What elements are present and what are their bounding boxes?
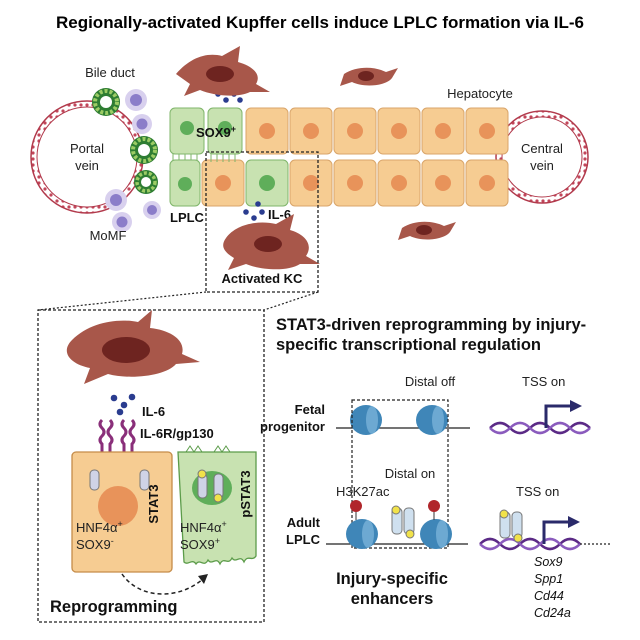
nucleosomes-adult xyxy=(346,500,452,549)
reprogramming-arrow xyxy=(121,573,205,595)
tf-complex-tss xyxy=(499,509,523,543)
activated-kc-label: Activated KC xyxy=(222,271,304,286)
portal-vein-label-1: Portal xyxy=(70,141,104,156)
tss-on-top-label: TSS on xyxy=(522,374,565,389)
zoom-connector-right xyxy=(263,291,319,311)
right-heading-line2: specific transcriptional regulation xyxy=(276,336,541,354)
momf-cells xyxy=(105,189,161,232)
nucleosomes-fetal xyxy=(350,405,448,435)
lplc-marker-sox9: SOX9+ xyxy=(180,536,220,552)
hep-marker-hnf4a: HNF4α+ xyxy=(76,519,123,535)
pstat3-label: pSTAT3 xyxy=(238,470,253,517)
receptor-label: IL-6R/gp130 xyxy=(140,426,214,441)
tss-arrow-top xyxy=(544,404,572,428)
activated-kupffer-cell xyxy=(223,214,320,270)
h3k27ac-label: H3K27ac xyxy=(336,484,390,499)
distal-box xyxy=(351,399,449,549)
bile-duct-cluster xyxy=(92,88,158,194)
hepatocyte-row-bottom xyxy=(201,159,509,207)
gene-sox9: Sox9 xyxy=(534,555,563,569)
central-vein-label-2: vein xyxy=(530,158,554,173)
lplc-marker-hnf4a: HNF4α+ xyxy=(180,519,227,535)
tss-on-bottom-label: TSS on xyxy=(516,484,559,499)
portal-vein-label-2: vein xyxy=(75,158,99,173)
enhancers-label-1: Injury-specific xyxy=(336,570,448,588)
zoom-connector-left xyxy=(37,291,207,311)
il6-dots-inset xyxy=(110,393,136,416)
il6-label-inset: IL-6 xyxy=(142,404,165,419)
tf-complex-distal xyxy=(391,505,415,539)
kupffer-cell-small-2 xyxy=(398,221,456,240)
gene-cd44: Cd44 xyxy=(534,589,564,603)
gene-spp1: Spp1 xyxy=(534,572,563,586)
hepatocyte-label: Hepatocyte xyxy=(447,86,513,101)
tss-arrowhead-top xyxy=(570,400,582,412)
lplc-label: LPLC xyxy=(170,210,205,225)
tss-arrow-bottom xyxy=(542,520,570,544)
stat3-label: STAT3 xyxy=(146,484,161,523)
reprogramming-arrowhead xyxy=(198,574,208,584)
inset-lplc xyxy=(177,445,257,566)
distal-on-label: Distal on xyxy=(385,466,436,481)
dna-helix-adult xyxy=(479,537,581,551)
reprogramming-label: Reprogramming xyxy=(50,598,177,616)
zoom-box-top xyxy=(205,151,319,293)
kupffer-cell-small-1 xyxy=(340,67,398,86)
inset-box xyxy=(37,309,265,623)
hepatocyte-row-top xyxy=(245,107,509,155)
gene-cd24a: Cd24a xyxy=(534,606,571,620)
sox9-label: SOX9+ xyxy=(196,124,236,140)
kupffer-cell-top xyxy=(176,46,270,96)
fetal-label-2: progenitor xyxy=(260,419,325,434)
il6-label-top: IL-6 xyxy=(268,207,291,222)
adult-label-1: Adult xyxy=(287,515,321,530)
enhancers-label-2: enhancers xyxy=(351,590,434,608)
hep-marker-sox9: SOX9- xyxy=(76,536,114,552)
central-vein: Central vein xyxy=(495,110,589,204)
lplc-cells xyxy=(169,107,289,207)
il6r-gp130-receptors xyxy=(98,418,136,456)
main-title: Regionally-activated Kupffer cells induc… xyxy=(56,13,584,32)
bile-duct-label: Bile duct xyxy=(85,65,135,80)
momf-label: MoMF xyxy=(90,228,127,243)
dna-helix-fetal xyxy=(489,421,591,435)
inset-hepatocyte xyxy=(71,451,173,573)
distal-off-label: Distal off xyxy=(405,374,456,389)
central-vein-label-1: Central xyxy=(521,141,563,156)
inset-kupffer-cell xyxy=(66,310,200,384)
adult-label-2: LPLC xyxy=(286,532,321,547)
fetal-label-1: Fetal xyxy=(295,402,325,417)
right-heading-line1: STAT3-driven reprogramming by injury- xyxy=(276,316,586,334)
tss-arrowhead-bottom xyxy=(568,516,580,528)
